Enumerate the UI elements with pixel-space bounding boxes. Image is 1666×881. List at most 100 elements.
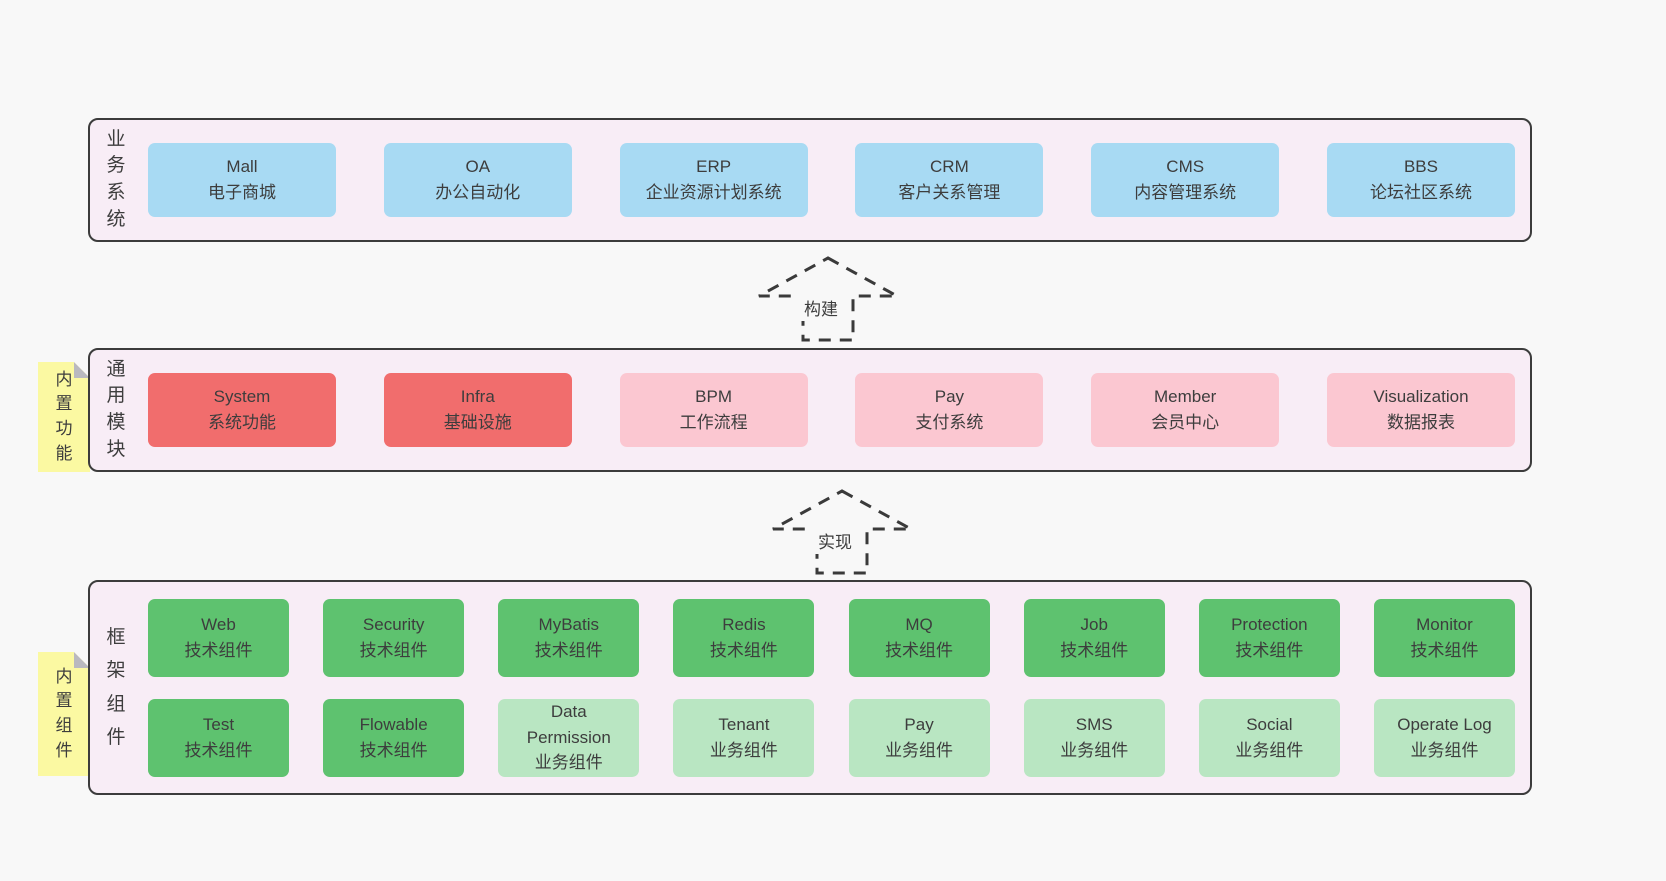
box-name: Pay xyxy=(934,386,965,406)
band-modules-content: System 系统功能 Infra 基础设施 BPM 工作流程 Pay 支付系统… xyxy=(142,350,1530,470)
box-sub: 技术组件 xyxy=(1060,640,1129,660)
box-name: SMS xyxy=(1075,715,1113,734)
box-social: Social 业务组件 xyxy=(1198,698,1340,777)
box-protection: Protection 技术组件 xyxy=(1198,598,1340,677)
box-tenant: Tenant 业务组件 xyxy=(673,698,815,777)
up-arrow-icon xyxy=(772,489,912,575)
box-name: Infra xyxy=(460,386,495,406)
box-name: ERP xyxy=(696,156,732,176)
box-sms: SMS 业务组件 xyxy=(1023,698,1165,777)
box-sub: 支付系统 xyxy=(915,413,984,432)
box-test: Test 技术组件 xyxy=(148,698,289,777)
box-name: System xyxy=(213,386,271,406)
box-visualization: Visualization 数据报表 xyxy=(1326,373,1515,447)
box-monitor: Monitor 技术组件 xyxy=(1373,598,1515,677)
band-label-common-modules: 通用模块 xyxy=(90,350,142,470)
box-sub: 技术组件 xyxy=(885,640,954,660)
box-name: Security xyxy=(362,615,425,634)
box-pay-system: Pay 支付系统 xyxy=(855,373,1044,447)
dashed-up-arrow-implement xyxy=(770,488,914,576)
band-label-text: 业务系统 xyxy=(106,128,126,230)
box-sub: 基础设施 xyxy=(443,413,512,432)
box-sub: 内容管理系统 xyxy=(1134,183,1237,202)
box-sub: 办公自动化 xyxy=(435,183,521,202)
box-sub: 电子商城 xyxy=(208,183,276,202)
box-sub: 客户关系管理 xyxy=(898,183,1001,202)
dashed-up-arrow-build xyxy=(756,255,900,343)
box-sub: 技术组件 xyxy=(534,640,603,660)
box-mall: Mall 电子商城 xyxy=(148,143,336,217)
note-label: 内置组件 xyxy=(55,666,73,760)
sticky-note-built-in-features: 内置功能 xyxy=(38,362,90,472)
band-components-content: Web 技术组件 Security 技术组件 MyBatis 技术组件 Redi… xyxy=(142,582,1530,793)
band-label-business-systems: 业务系统 xyxy=(90,120,142,240)
up-arrow-icon xyxy=(758,256,898,342)
box-sub: 业务组件 xyxy=(1235,740,1304,760)
box-sub: 技术组件 xyxy=(359,640,428,660)
box-pay-component: Pay 业务组件 xyxy=(848,698,990,777)
box-security: Security 技术组件 xyxy=(323,598,465,677)
box-operate-log: Operate Log 业务组件 xyxy=(1373,698,1515,777)
box-name: Job xyxy=(1080,615,1108,634)
band-label-framework-components: 框架组件 xyxy=(90,582,142,793)
box-sub: 技术组件 xyxy=(184,640,253,660)
box-name: Social xyxy=(1246,715,1293,734)
box-sub: 业务组件 xyxy=(709,740,778,760)
box-bbs: BBS 论坛社区系统 xyxy=(1326,143,1515,217)
band-label-text: 框架组件 xyxy=(106,627,126,748)
box-name: Data Permission xyxy=(526,702,611,747)
box-name: CRM xyxy=(930,156,969,176)
box-sub: 技术组件 xyxy=(1235,640,1304,660)
band-label-text: 通用模块 xyxy=(106,358,126,460)
arrow-label-implement: 实现 xyxy=(813,527,857,554)
components-row-2: Test 技术组件 Flowable 技术组件 Data Permission … xyxy=(148,698,1515,777)
box-name: BBS xyxy=(1403,156,1438,176)
box-sub: 技术组件 xyxy=(184,740,253,760)
box-redis: Redis 技术组件 xyxy=(673,598,815,677)
box-cms: CMS 内容管理系统 xyxy=(1091,143,1280,217)
band-business-systems: 业务系统 Mall 电子商城 OA 办公自动化 ERP 企业资源计划系统 CRM… xyxy=(88,118,1532,242)
box-sub: 技术组件 xyxy=(359,740,428,760)
box-name: MQ xyxy=(905,615,933,634)
box-sub: 业务组件 xyxy=(1060,740,1129,760)
box-sub: 系统功能 xyxy=(208,413,276,432)
box-name: Test xyxy=(202,715,235,734)
box-sub: 论坛社区系统 xyxy=(1369,183,1472,202)
box-name: Pay xyxy=(904,715,934,734)
box-member: Member 会员中心 xyxy=(1091,373,1280,447)
box-crm: CRM 客户关系管理 xyxy=(855,143,1044,217)
box-sub: 企业资源计划系统 xyxy=(645,183,782,202)
box-name: Tenant xyxy=(718,715,770,734)
band-business-content: Mall 电子商城 OA 办公自动化 ERP 企业资源计划系统 CRM 客户关系… xyxy=(142,120,1530,240)
sticky-note-built-in-components: 内置组件 xyxy=(38,652,90,776)
arrow-label-build: 构建 xyxy=(799,294,843,321)
box-name: OA xyxy=(465,156,491,176)
box-sub: 业务组件 xyxy=(534,753,603,773)
box-erp: ERP 企业资源计划系统 xyxy=(619,143,808,217)
box-name: Visualization xyxy=(1373,386,1469,406)
band-framework-components: 框架组件 Web 技术组件 Security 技术组件 MyBatis 技术组件… xyxy=(88,580,1532,795)
box-name: Web xyxy=(201,615,236,634)
box-name: Flowable xyxy=(359,715,428,734)
box-mq: MQ 技术组件 xyxy=(848,598,990,677)
box-name: Monitor xyxy=(1416,615,1473,634)
box-name: MyBatis xyxy=(538,615,600,634)
box-sub: 业务组件 xyxy=(1410,740,1479,760)
box-name: Member xyxy=(1154,386,1217,406)
box-flowable: Flowable 技术组件 xyxy=(323,698,465,777)
box-mybatis: MyBatis 技术组件 xyxy=(498,598,640,677)
box-sub: 业务组件 xyxy=(885,740,954,760)
box-system: System 系统功能 xyxy=(148,373,336,447)
box-sub: 数据报表 xyxy=(1386,413,1455,432)
box-oa: OA 办公自动化 xyxy=(383,143,572,217)
box-name: Operate Log xyxy=(1397,715,1492,734)
box-name: BPM xyxy=(695,386,733,406)
box-web: Web 技术组件 xyxy=(148,598,289,677)
box-data-permission: Data Permission 业务组件 xyxy=(498,698,640,777)
box-bpm: BPM 工作流程 xyxy=(619,373,808,447)
box-infra: Infra 基础设施 xyxy=(383,373,572,447)
box-name: Mall xyxy=(226,156,258,176)
box-job: Job 技术组件 xyxy=(1023,598,1165,677)
note-label: 内置功能 xyxy=(55,369,73,463)
band-common-modules: 通用模块 System 系统功能 Infra 基础设施 BPM 工作流程 Pay… xyxy=(88,348,1532,472)
